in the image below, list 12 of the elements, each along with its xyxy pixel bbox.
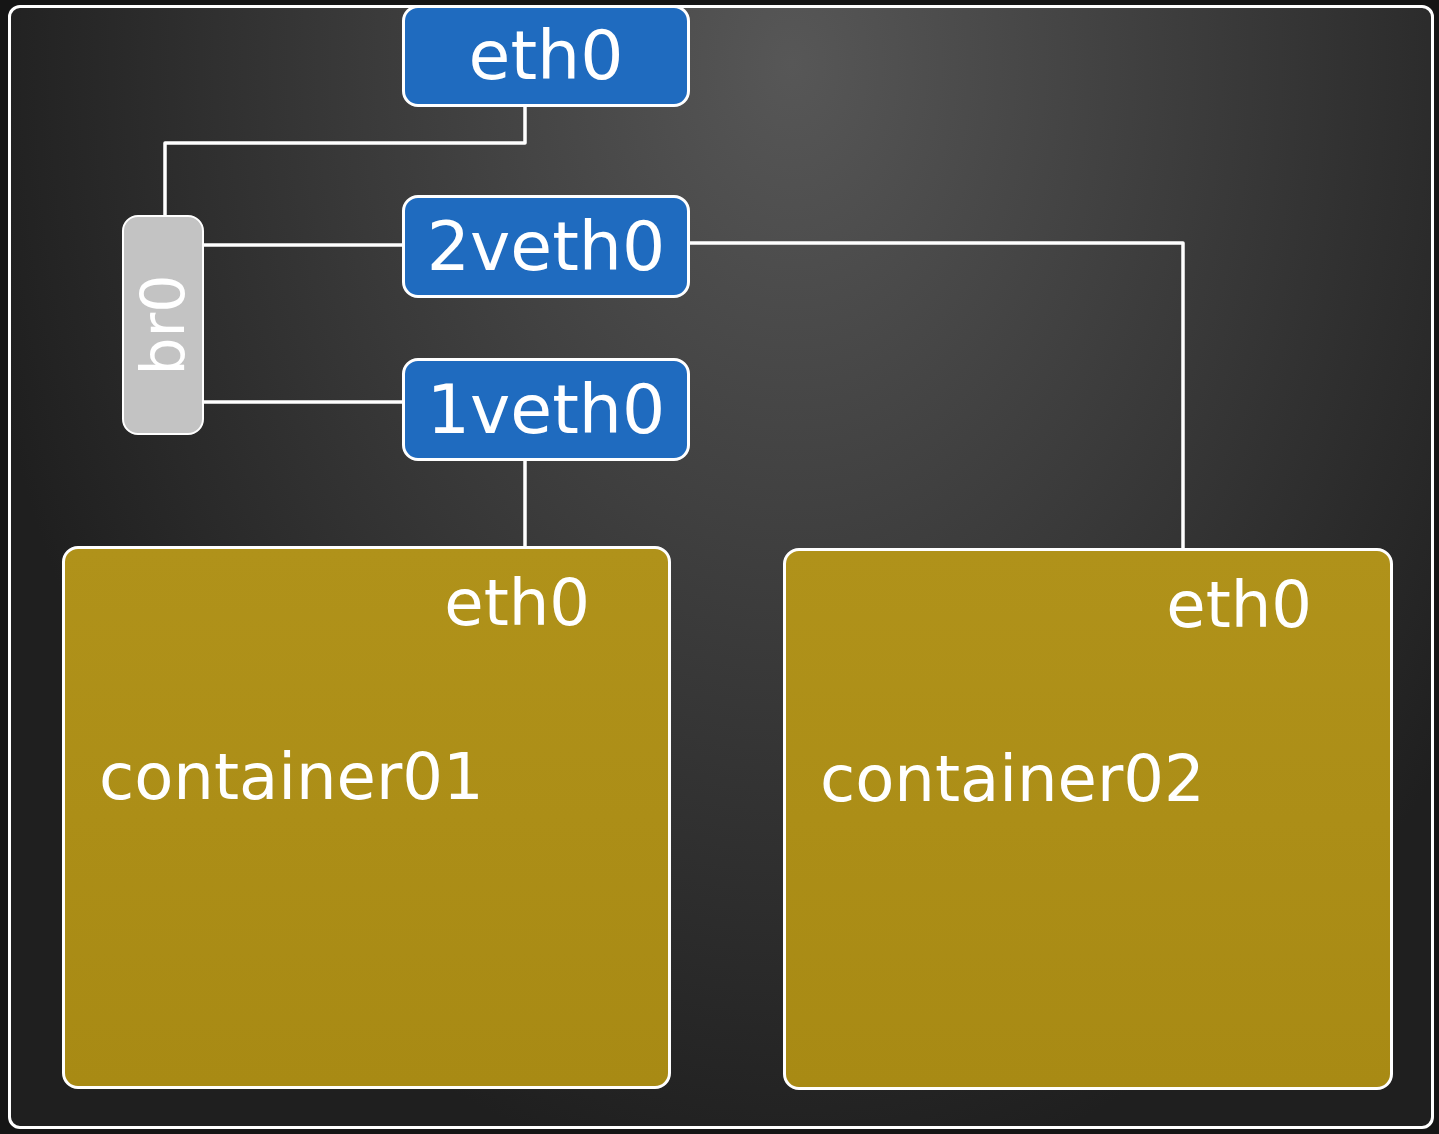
- connector-line: [523, 461, 527, 546]
- interface-box: 1veth0: [402, 358, 690, 461]
- host-box: [8, 5, 1434, 1129]
- interface-box: eth0: [402, 5, 690, 107]
- interface-box: 2veth0: [402, 195, 690, 298]
- container-box: eth0 container02: [783, 548, 1393, 1090]
- connector-line: [163, 107, 527, 215]
- container-box: eth0 container01: [62, 546, 671, 1089]
- connector-line: [204, 243, 402, 247]
- connector-line: [690, 241, 1185, 548]
- bridge-box: br0: [122, 215, 204, 435]
- connector-line: [204, 400, 402, 404]
